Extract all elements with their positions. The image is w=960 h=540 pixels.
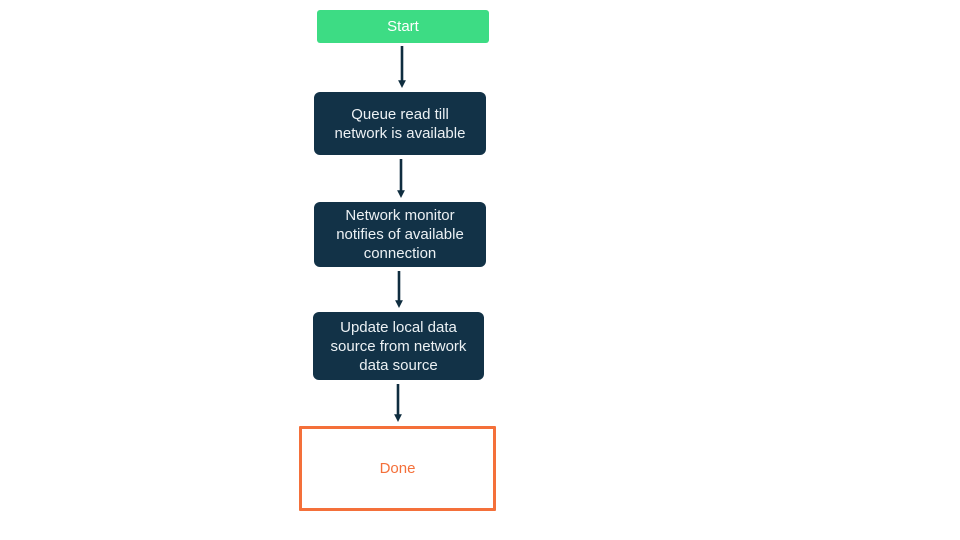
- node-update-local-data-source[interactable]: Update local data source from network da…: [313, 312, 484, 380]
- node-queue-read[interactable]: Queue read till network is available: [314, 92, 486, 155]
- node-network-monitor[interactable]: Network monitor notifies of available co…: [314, 202, 486, 267]
- node-done[interactable]: Done: [299, 426, 496, 511]
- node-start[interactable]: Start: [317, 10, 489, 43]
